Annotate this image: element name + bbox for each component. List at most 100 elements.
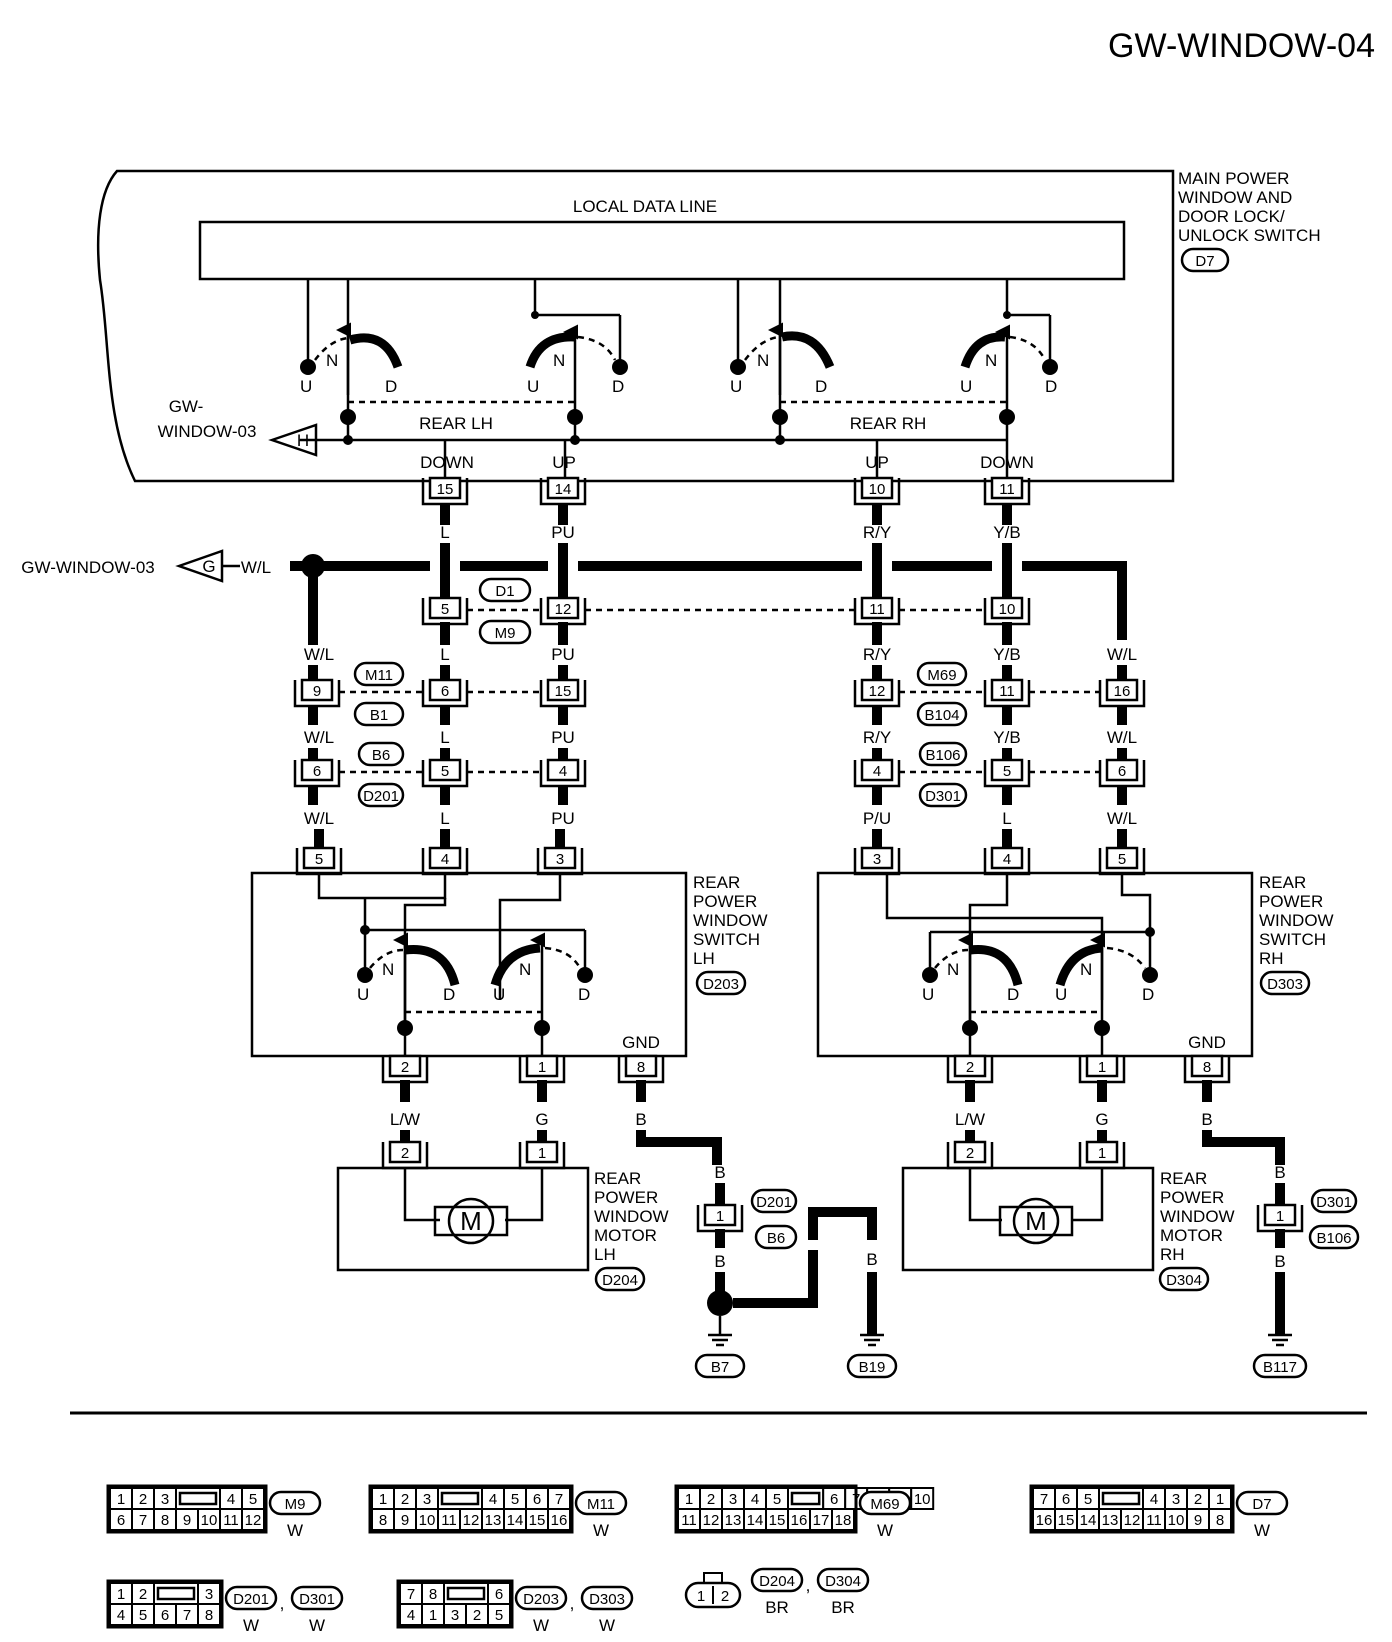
connector-pin: 4 bbox=[539, 758, 587, 788]
svg-text:8: 8 bbox=[205, 1607, 213, 1624]
svg-text:PU: PU bbox=[551, 728, 575, 747]
svg-text:L: L bbox=[440, 523, 449, 542]
svg-text:15: 15 bbox=[1058, 1512, 1075, 1529]
connector-pin: 2 bbox=[381, 1140, 429, 1170]
svg-text:W/L: W/L bbox=[304, 809, 334, 828]
svg-text:1: 1 bbox=[1098, 1145, 1106, 1162]
connector-pin: 4 bbox=[853, 758, 901, 788]
svg-text:RH: RH bbox=[1259, 949, 1284, 968]
svg-text:MOTOR: MOTOR bbox=[1160, 1226, 1223, 1245]
svg-text:7: 7 bbox=[1040, 1491, 1048, 1508]
svg-text:11: 11 bbox=[999, 683, 1015, 700]
svg-text:5: 5 bbox=[315, 851, 323, 868]
main-switch-frame bbox=[96, 169, 1175, 483]
svg-text:B: B bbox=[1274, 1163, 1285, 1182]
svg-text:3: 3 bbox=[729, 1491, 737, 1508]
svg-text:SWITCH: SWITCH bbox=[693, 930, 760, 949]
connector-pin: 2 bbox=[381, 1054, 429, 1084]
svg-text:16: 16 bbox=[791, 1512, 808, 1529]
svg-text:L: L bbox=[1002, 809, 1011, 828]
svg-text:WINDOW: WINDOW bbox=[594, 1207, 669, 1226]
svg-text:D1: D1 bbox=[495, 583, 514, 600]
main-switch-pins: DOWN UP UP DOWN 15 14 10 11 L PU R/Y Y/B bbox=[420, 453, 1034, 542]
svg-text:16: 16 bbox=[1114, 683, 1131, 700]
svg-text:4: 4 bbox=[1150, 1491, 1158, 1508]
svg-text:U: U bbox=[730, 377, 742, 396]
svg-text:4: 4 bbox=[441, 851, 449, 868]
svg-text:D: D bbox=[815, 377, 827, 396]
rear-switch-lh-box bbox=[250, 871, 688, 1058]
svg-text:R/Y: R/Y bbox=[863, 645, 891, 664]
svg-text:RH: RH bbox=[1160, 1245, 1185, 1264]
svg-text:9: 9 bbox=[1194, 1512, 1202, 1529]
svg-text:WINDOW AND: WINDOW AND bbox=[1178, 188, 1292, 207]
svg-text:2: 2 bbox=[1194, 1491, 1202, 1508]
svg-text:BR: BR bbox=[831, 1598, 855, 1617]
ref-gw-window-03-h: GW- WINDOW-03 H bbox=[158, 397, 318, 457]
svg-text:B7: B7 bbox=[711, 1359, 729, 1376]
connector-pin: 9 bbox=[293, 678, 341, 708]
svg-text:4: 4 bbox=[227, 1491, 235, 1508]
svg-text:4: 4 bbox=[559, 763, 567, 780]
motor-lh-label: REAR POWER WINDOW MOTOR LH D204 bbox=[594, 1169, 669, 1292]
svg-text:14: 14 bbox=[555, 481, 572, 498]
svg-text:D203: D203 bbox=[523, 1591, 559, 1608]
svg-text:D: D bbox=[1142, 985, 1154, 1004]
local-data-line-label: LOCAL DATA LINE bbox=[573, 197, 717, 216]
svg-text:B106: B106 bbox=[925, 747, 960, 764]
rear-switch-lh-label: REAR POWER WINDOW SWITCH LH D203 GND bbox=[622, 873, 767, 1052]
svg-text:REAR: REAR bbox=[693, 873, 740, 892]
svg-text:M9: M9 bbox=[495, 625, 516, 642]
local-data-line-bus bbox=[198, 220, 1126, 281]
svg-text:B104: B104 bbox=[924, 707, 959, 724]
svg-text:2: 2 bbox=[401, 1491, 409, 1508]
svg-text:G: G bbox=[535, 1110, 548, 1129]
svg-text:H: H bbox=[297, 431, 309, 450]
svg-text:13: 13 bbox=[725, 1512, 742, 1529]
svg-text:Y/B: Y/B bbox=[993, 523, 1020, 542]
svg-text:12: 12 bbox=[1124, 1512, 1141, 1529]
svg-text:B: B bbox=[714, 1252, 725, 1271]
svg-text:W: W bbox=[877, 1521, 893, 1540]
svg-text:UP: UP bbox=[865, 453, 889, 472]
svg-text:D: D bbox=[385, 377, 397, 396]
svg-text:D203: D203 bbox=[703, 976, 739, 993]
main-switch-rear-rh-up: U N D bbox=[730, 279, 835, 440]
svg-text:10: 10 bbox=[999, 601, 1016, 618]
svg-text:7: 7 bbox=[183, 1607, 191, 1624]
svg-text:1: 1 bbox=[117, 1586, 125, 1603]
svg-text:6: 6 bbox=[313, 763, 321, 780]
svg-text:GND: GND bbox=[1188, 1033, 1226, 1052]
svg-text:9: 9 bbox=[183, 1512, 191, 1529]
connector-pin: 4 bbox=[421, 846, 469, 876]
main-switch-rear-lh-up: U N D bbox=[525, 279, 628, 410]
svg-text:N: N bbox=[1080, 960, 1092, 979]
svg-text:9: 9 bbox=[313, 683, 321, 700]
rear-switch-rh-label: REAR POWER WINDOW SWITCH RH D303 GND bbox=[1188, 873, 1333, 1052]
svg-text:D: D bbox=[1045, 377, 1057, 396]
svg-text:U: U bbox=[960, 377, 972, 396]
svg-text:WINDOW: WINDOW bbox=[1160, 1207, 1235, 1226]
svg-text:11: 11 bbox=[223, 1512, 239, 1529]
svg-text:U: U bbox=[300, 377, 312, 396]
svg-text:B: B bbox=[635, 1110, 646, 1129]
svg-text:4: 4 bbox=[407, 1607, 415, 1624]
connector-pin: 1 bbox=[518, 1054, 566, 1084]
svg-text:11: 11 bbox=[681, 1512, 697, 1529]
svg-text:7: 7 bbox=[555, 1491, 563, 1508]
row2-connectors: W/L L PU R/Y Y/B W/L 9 6 15 12 11 16 M11… bbox=[293, 645, 1146, 727]
svg-text:D204: D204 bbox=[759, 1573, 795, 1590]
svg-text:8: 8 bbox=[429, 1586, 437, 1603]
svg-text:7: 7 bbox=[139, 1512, 147, 1529]
connector-pin: 5 bbox=[421, 596, 469, 626]
svg-text:15: 15 bbox=[769, 1512, 786, 1529]
svg-text:4: 4 bbox=[1003, 851, 1011, 868]
connector-pin: 1 bbox=[1256, 1203, 1304, 1233]
svg-text:5: 5 bbox=[511, 1491, 519, 1508]
svg-text:2: 2 bbox=[401, 1145, 409, 1162]
svg-text:1: 1 bbox=[538, 1145, 546, 1162]
